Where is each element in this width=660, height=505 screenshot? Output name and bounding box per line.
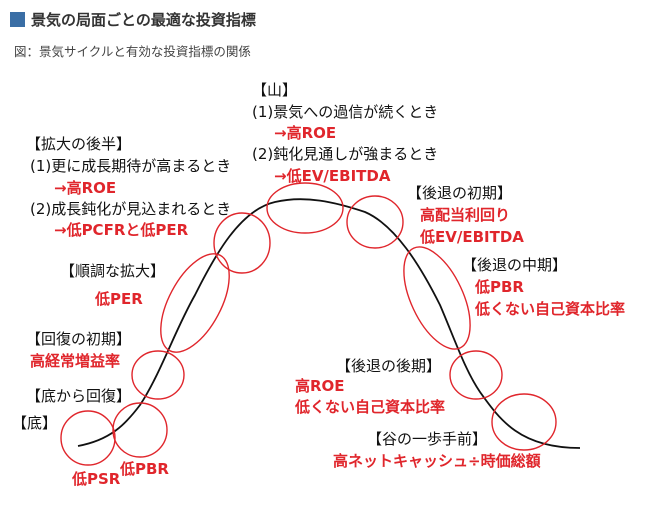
- business-cycle-curve: [77, 198, 581, 449]
- label-koutai-chuuki-heading: 【後退の中期】: [462, 256, 568, 274]
- phase-ellipse-kaifuku: [131, 350, 185, 400]
- label-junchou-heading: 【順調な拡大】: [60, 262, 166, 280]
- figure-caption: 図：景気サイクルと有効な投資指標の関係: [14, 44, 251, 59]
- label-kakudai-line1: (1)更に成長期待が高まるとき: [30, 157, 232, 175]
- label-kakudai-heading: 【拡大の後半】: [26, 135, 132, 153]
- label-yama-heading: 【山】: [252, 81, 298, 99]
- header-square-icon: [10, 11, 25, 27]
- label-koutai-chuuki-metric1: 低PBR: [475, 278, 524, 296]
- label-soko-heading: 【底】: [12, 414, 58, 432]
- label-koutai-shoki-metric2: 低EV/EBITDA: [420, 228, 524, 246]
- phase-ellipse-kakudai: [213, 212, 271, 274]
- label-koutai-shoki-metric1: 高配当利回り: [420, 206, 511, 224]
- label-koutai-chuuki-metric2: 低くない自己資本比率: [475, 300, 626, 318]
- label-tani-metric1: 高ネットキャッシュ÷時価総額: [333, 452, 541, 470]
- label-sokara-heading: 【底から回復】: [26, 387, 132, 405]
- label-yama-metric1: →高ROE: [274, 124, 337, 142]
- label-kakudai-metric1: →高ROE: [54, 179, 117, 197]
- label-kakudai-line2: (2)成長鈍化が見込まれるとき: [30, 200, 232, 218]
- label-junchou-metric1: 低PER: [95, 290, 143, 308]
- label-tani-heading: 【谷の一歩手前】: [367, 430, 488, 448]
- label-yama-metric2: →低EV/EBITDA: [274, 167, 391, 185]
- label-koutai-kouki-heading: 【後退の後期】: [336, 357, 442, 375]
- label-koutai-shoki-heading: 【後退の初期】: [407, 184, 513, 202]
- figure-title: 景気の局面ごとの最適な投資指標: [31, 10, 256, 29]
- phase-ellipse-junchou: [160, 253, 230, 353]
- label-koutai-kouki-metric2: 低くない自己資本比率: [295, 398, 446, 416]
- label-sokara-metric1: 低PBR: [120, 460, 169, 478]
- label-soko-metric1: 低PSR: [72, 470, 121, 488]
- label-kaifuku-metric1: 高経常増益率: [30, 352, 121, 370]
- figure-header: 景気の局面ごとの最適な投資指標: [10, 8, 256, 30]
- phase-ellipse-koutai-kouki: [449, 350, 503, 400]
- phase-ellipse-koutai-shoki: [346, 195, 404, 249]
- phase-ellipse-yama: [266, 182, 344, 234]
- label-yama-line1: (1)景気への過信が続くとき: [252, 103, 439, 121]
- label-yama-line2: (2)鈍化見通しが強まるとき: [252, 145, 439, 163]
- label-kakudai-metric2: →低PCFRと低PER: [54, 221, 189, 239]
- phase-ellipse-koutai-chuuki: [403, 246, 471, 350]
- phase-ellipse-soko: [60, 410, 116, 466]
- label-koutai-kouki-metric1: 高ROE: [295, 377, 345, 395]
- label-kaifuku-heading: 【回復の初期】: [26, 330, 132, 348]
- phase-ellipse-sokara: [112, 402, 168, 458]
- phase-ellipse-tani: [491, 393, 557, 451]
